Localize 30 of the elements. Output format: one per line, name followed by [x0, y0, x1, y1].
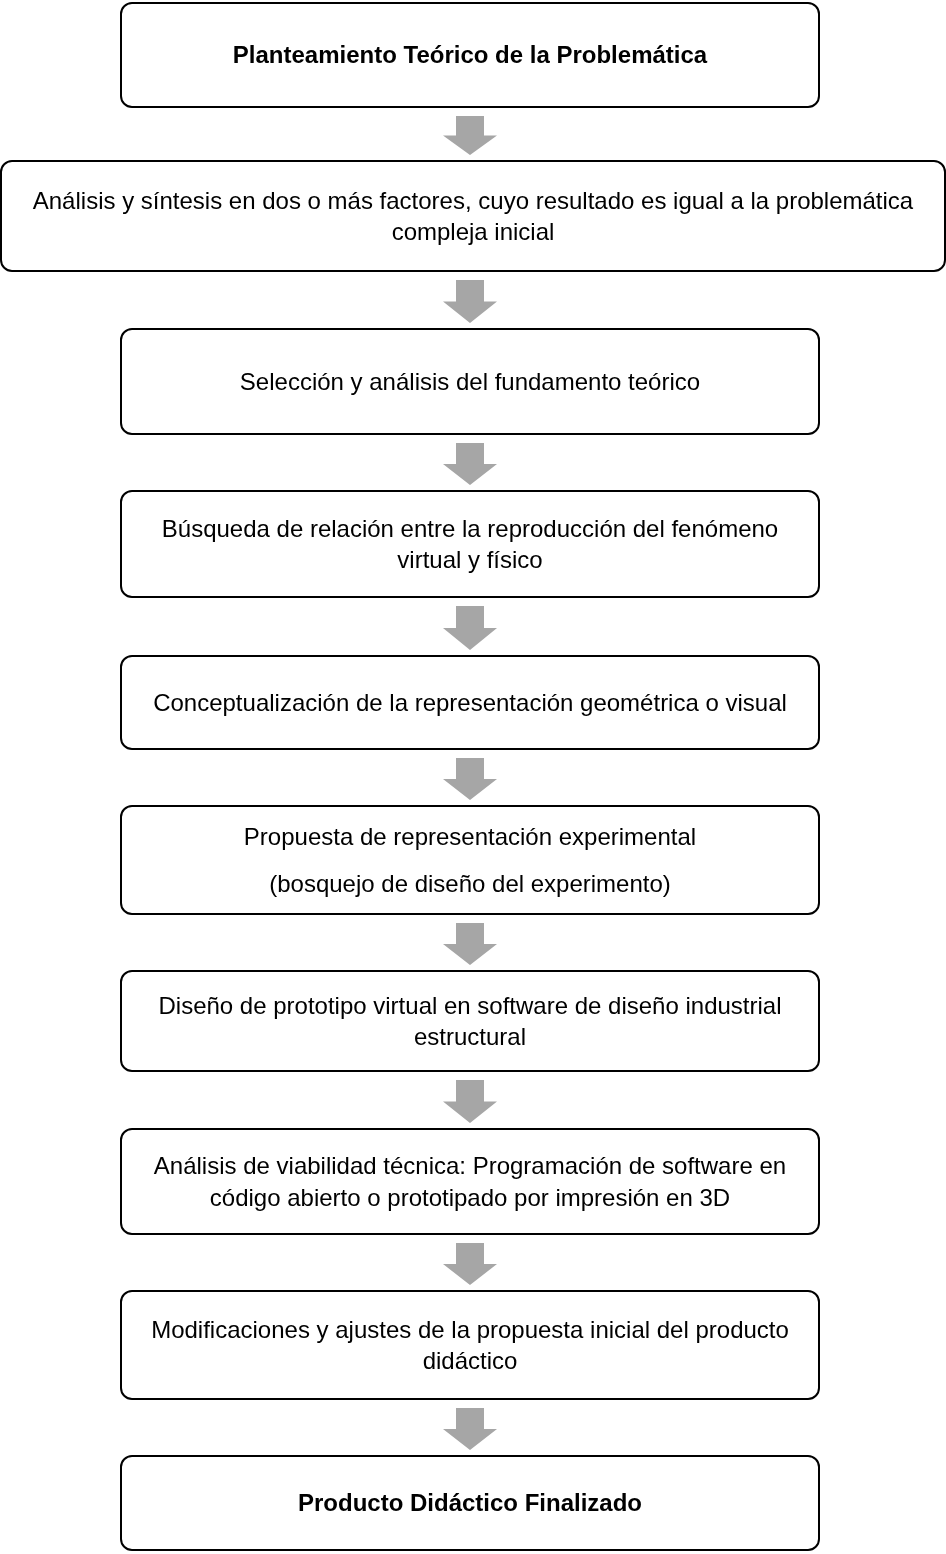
step-text: Búsqueda de relación entre la reproducción del fenómeno virtual y físico: [160, 513, 780, 575]
block-arrow: [443, 1080, 497, 1123]
block-arrow: [443, 923, 497, 965]
step-text: Conceptualización de la representación geométrica o visual: [153, 687, 787, 718]
block-arrow: [443, 116, 497, 155]
block-arrow: [443, 758, 497, 800]
process-box: [120, 655, 820, 750]
step-text: Análisis y síntesis en dos o más factores, cuyo resultado es igual a la problemática compleja inicial: [31, 185, 915, 247]
process-box: [120, 490, 820, 598]
process-box: [120, 1290, 820, 1400]
process-box: [120, 328, 820, 435]
step-text: Planteamiento Teórico de la Problemática: [232, 40, 708, 71]
block-arrow: [443, 1408, 497, 1450]
step-text: Selección y análisis del fundamento teórico: [239, 366, 701, 397]
step-text: (bosquejo de diseño del experimento): [269, 869, 671, 899]
block-arrow: [443, 443, 497, 485]
step-text: Diseño de prototipo virtual en software de diseño industrial estructural: [157, 990, 783, 1052]
step-text: Análisis de viabilidad técnica: Programación de software en código abierto o prototipado por impresión en 3D: [152, 1151, 788, 1213]
process-box: [120, 2, 820, 108]
step-text: Propuesta de representación experimental: [243, 821, 697, 852]
step-text: Modificaciones y ajustes de la propuesta inicial del producto didáctico: [150, 1314, 790, 1376]
block-arrow: [443, 1243, 497, 1285]
process-box: [120, 970, 820, 1072]
process-box: [120, 1455, 820, 1551]
block-arrow: [443, 606, 497, 650]
step-text: Producto Didáctico Finalizado: [298, 1488, 642, 1519]
process-box: [120, 1128, 820, 1235]
process-box: [120, 805, 820, 915]
block-arrow: [443, 280, 497, 323]
process-box: [0, 160, 946, 272]
